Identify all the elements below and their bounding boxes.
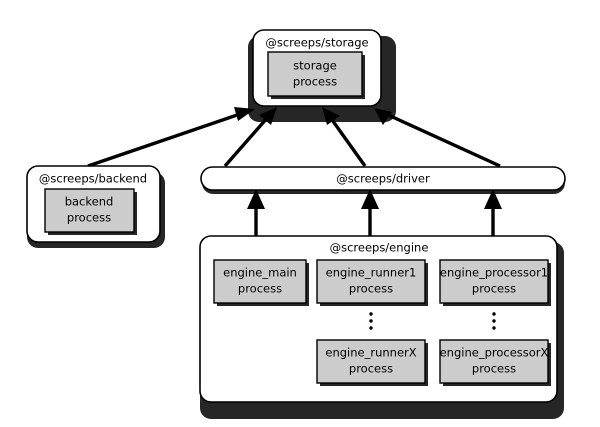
engine-processor-ellipsis-icon <box>492 312 496 330</box>
engine-container-label: @screeps/engine <box>330 241 429 255</box>
engine-runnerx-process-box[interactable]: engine_runnerX process <box>316 339 428 386</box>
engine-processorx-process-line2: process <box>472 362 516 376</box>
driver-container-rect <box>200 166 566 191</box>
node-engine[interactable]: @screeps/engine engine_main process engi… <box>199 235 564 419</box>
backend-process-box[interactable]: backend process <box>44 188 137 235</box>
edge-engine-mid-to-driver <box>361 189 379 236</box>
engine-processor1-process-line1: engine_processor1 <box>440 266 548 280</box>
engine-runner1-process-box[interactable]: engine_runner1 process <box>316 259 428 306</box>
engine-processorx-process-line1: engine_processorX <box>440 346 549 360</box>
edge-backend-to-storage <box>87 107 255 168</box>
engine-runnerx-process-line1: engine_runnerX <box>325 346 416 360</box>
engine-processorx-process-rect <box>439 339 549 384</box>
backend-process-line2: process <box>67 211 111 225</box>
node-backend[interactable]: @screeps/backend backend process <box>26 165 165 248</box>
storage-process-line2: process <box>293 75 337 89</box>
engine-main-process-box[interactable]: engine_main process <box>213 259 309 306</box>
engine-runner-ellipsis-icon <box>369 312 373 330</box>
engine-runnerx-process-line2: process <box>349 362 393 376</box>
node-driver[interactable]: @screeps/driver <box>200 166 566 194</box>
node-storage[interactable]: @screeps/storage storage process <box>248 29 396 122</box>
storage-process-rect <box>267 51 363 97</box>
backend-process-line1: backend <box>65 195 114 209</box>
driver-container-label: @screeps/driver <box>336 172 430 186</box>
engine-processor1-process-box[interactable]: engine_processor1 process <box>439 259 551 306</box>
engine-runnerx-process-rect <box>316 339 426 384</box>
storage-container-label: @screeps/storage <box>265 36 368 50</box>
storage-process-box[interactable]: storage process <box>267 51 365 99</box>
engine-runner1-process-rect <box>316 259 426 304</box>
backend-process-rect <box>44 188 135 233</box>
engine-processorx-process-box[interactable]: engine_processorX process <box>439 339 551 386</box>
engine-processor1-process-rect <box>439 259 549 304</box>
backend-container-label: @screeps/backend <box>39 172 147 186</box>
storage-process-line1: storage <box>293 59 337 73</box>
edge-engine-right-to-driver <box>484 189 502 236</box>
engine-main-process-line2: process <box>238 282 282 296</box>
engine-processor1-process-line2: process <box>472 282 516 296</box>
edge-engine-left-to-driver <box>247 189 265 236</box>
engine-runner1-process-line1: engine_runner1 <box>326 266 417 280</box>
engine-main-process-line1: engine_main <box>223 266 297 280</box>
engine-main-process-rect <box>213 259 307 304</box>
engine-runner1-process-line2: process <box>349 282 393 296</box>
